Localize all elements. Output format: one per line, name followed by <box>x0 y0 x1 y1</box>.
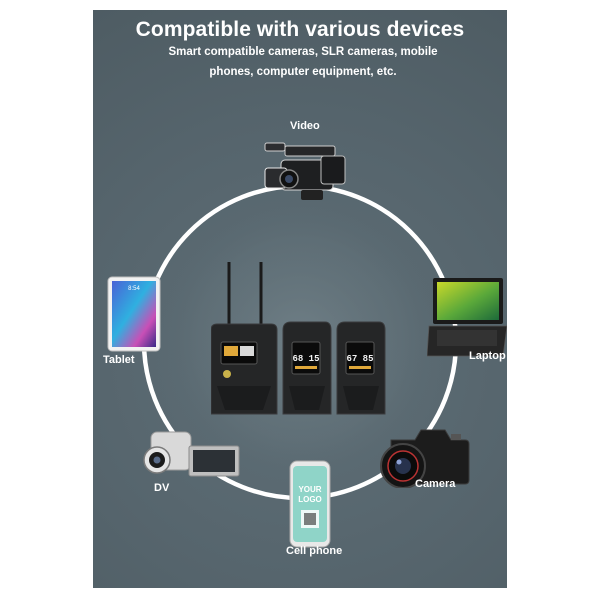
subtitle-line-1: Smart compatible cameras, SLR cameras, m… <box>168 46 438 58</box>
phone-logo-line-2: LOGO <box>298 495 322 504</box>
cell-phone-label: Cell phone <box>286 545 343 557</box>
subtitle-line-2: phones, computer equipment, etc. <box>209 66 397 78</box>
transmitter-unit-2: 67 85 <box>336 321 386 415</box>
camera-label: Camera <box>415 478 456 490</box>
wireless-mic-system: 68 15 67 85 <box>211 262 386 415</box>
video-label: Video <box>290 120 320 132</box>
transmitter-2-display: 67 85 <box>346 354 373 364</box>
tablet-time: 8:54 <box>128 286 140 292</box>
tablet-label: Tablet <box>103 354 135 366</box>
laptop-icon <box>427 278 507 357</box>
dv-label: DV <box>154 482 170 494</box>
video-camcorder-icon <box>264 142 346 200</box>
laptop-label: Laptop <box>469 350 506 362</box>
transmitter-1-display: 68 15 <box>292 354 319 364</box>
receiver-unit <box>211 323 278 415</box>
dv-handycam-icon <box>143 431 240 477</box>
phone-logo-line-1: YOUR <box>298 485 321 494</box>
product-panel: Compatible with various devices Smart co… <box>93 10 507 588</box>
page-title: Compatible with various devices <box>135 18 465 41</box>
cell-phone-icon: YOUR LOGO <box>289 460 331 548</box>
tablet-icon: 8:54 <box>107 276 161 352</box>
transmitter-unit-1: 68 15 <box>282 321 332 415</box>
dslr-camera-icon <box>380 429 470 488</box>
